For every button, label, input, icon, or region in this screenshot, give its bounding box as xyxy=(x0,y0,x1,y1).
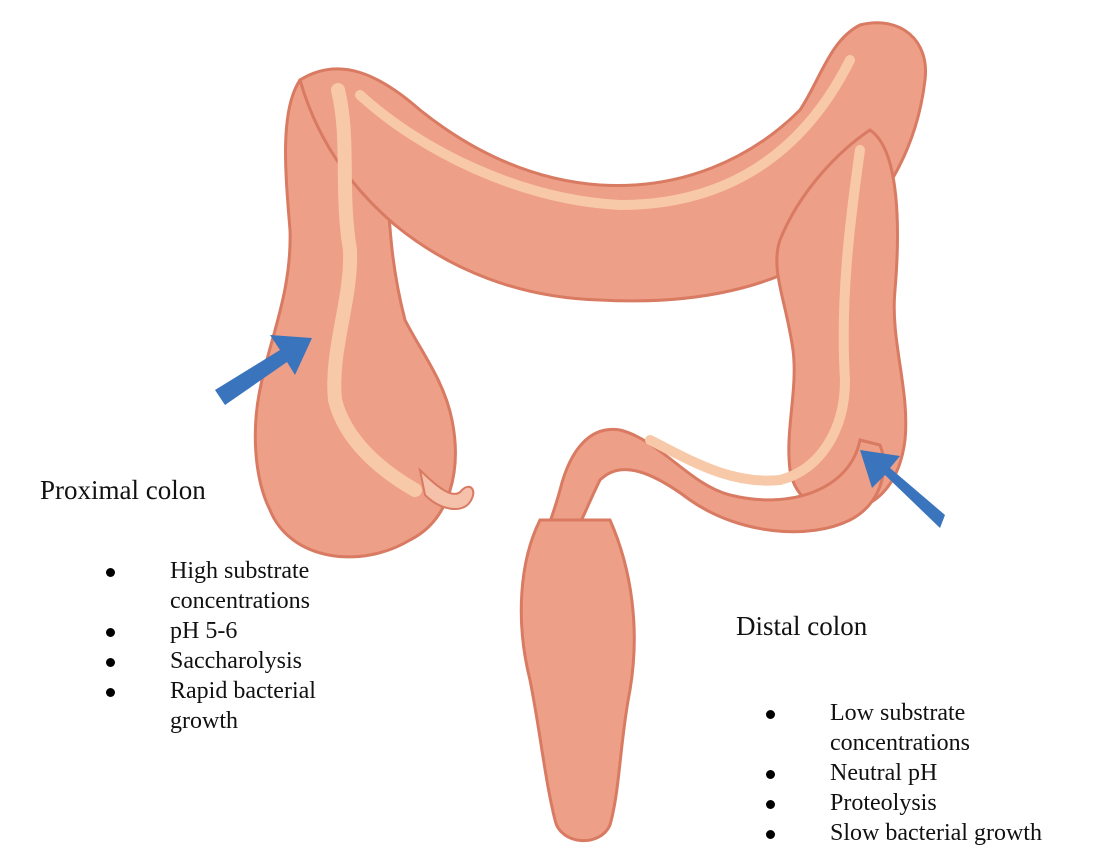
list-item: pH 5-6 xyxy=(100,616,316,646)
distal-colon-heading: Distal colon xyxy=(736,610,867,642)
list-item: High substrate concentrations xyxy=(100,556,316,616)
proximal-colon-list: High substrate concentrations pH 5-6 Sac… xyxy=(100,556,316,736)
list-item: Neutral pH xyxy=(760,758,1042,788)
list-item: Low substrate concentrations xyxy=(760,698,1042,758)
list-item: Rapid bacterial growth xyxy=(100,676,316,736)
proximal-colon-heading: Proximal colon xyxy=(40,474,206,506)
list-item: Slow bacterial growth xyxy=(760,818,1042,848)
list-item: Saccharolysis xyxy=(100,646,316,676)
list-item: Proteolysis xyxy=(760,788,1042,818)
rectum xyxy=(521,520,634,841)
distal-colon-list: Low substrate concentrations Neutral pH … xyxy=(760,698,1042,848)
